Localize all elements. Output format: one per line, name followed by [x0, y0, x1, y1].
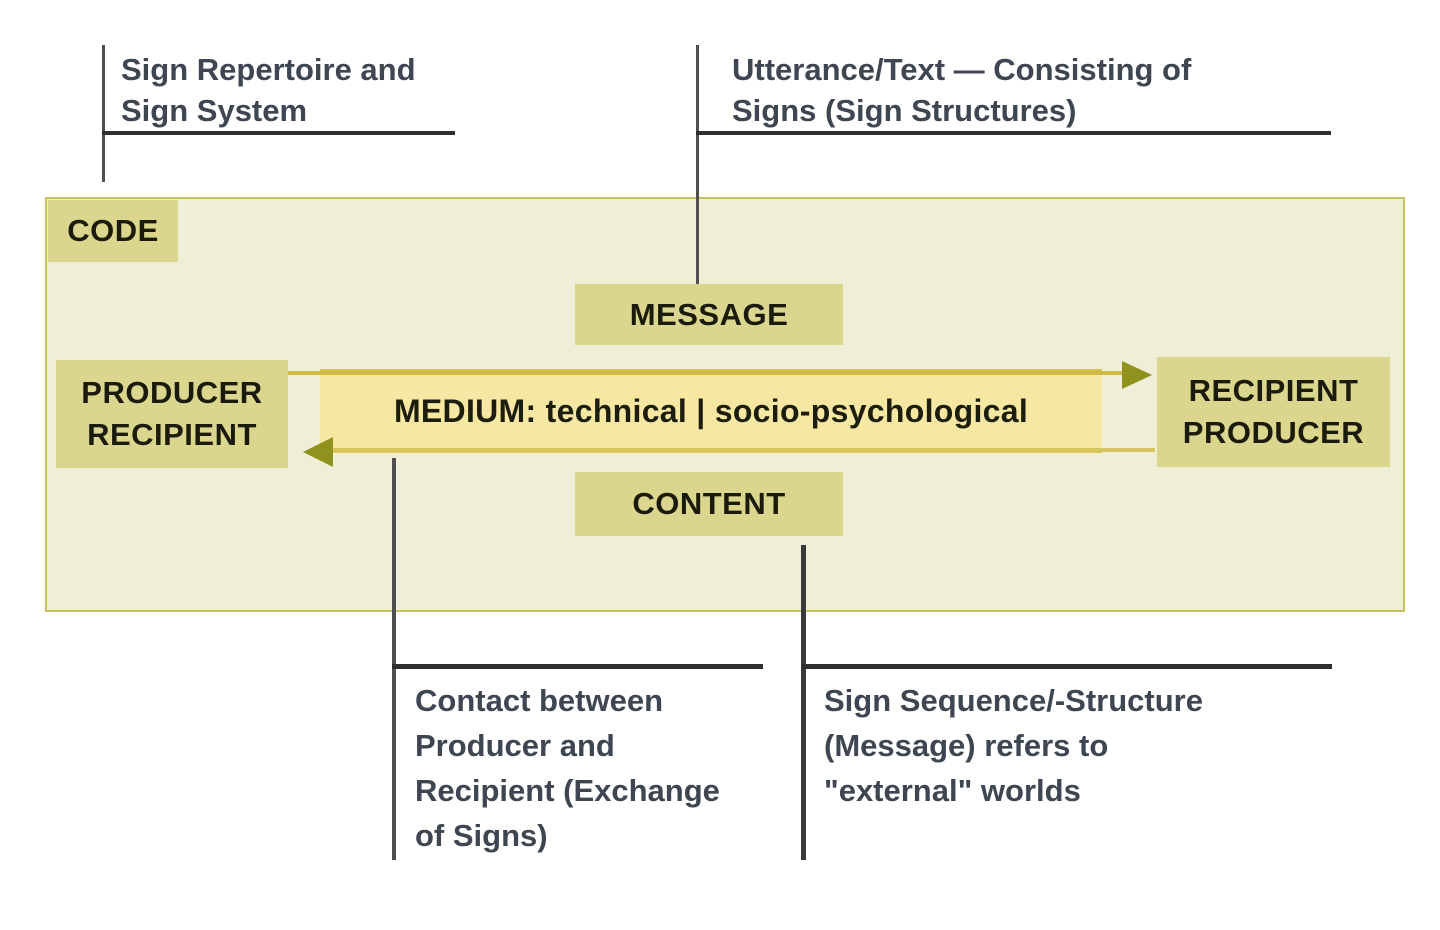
annotation-text: "external" worlds	[824, 773, 1081, 808]
code-label: CODE	[67, 213, 159, 248]
recipient-label: RECIPIENT	[1188, 373, 1359, 408]
arrow-right-icon	[1122, 361, 1152, 389]
annotation-text: Sign Sequence/-Structure	[824, 683, 1203, 718]
overline-sign-sequence	[801, 664, 1332, 669]
annotation-text: of Signs)	[415, 818, 548, 853]
content-label: CONTENT	[632, 486, 786, 521]
code-box: CODE	[48, 200, 178, 262]
annotation-text: Signs (Sign Structures)	[732, 93, 1077, 128]
medium-label: MEDIUM: technical | socio-psychological	[393, 392, 1029, 429]
arrow-line-return	[333, 448, 1155, 452]
connector-line-contact	[392, 458, 396, 860]
annotation-text: Sign Repertoire and	[121, 52, 416, 87]
arrow-left-icon	[303, 437, 333, 467]
message-label: MESSAGE	[629, 296, 789, 332]
annotation-utterance-text: Utterance/Text — Consisting of Signs (Si…	[732, 49, 1191, 131]
annotation-text: Producer and	[415, 728, 615, 763]
recipient-producer-box: RECIPIENT PRODUCER	[1157, 357, 1390, 467]
underline-sign-repertoire	[102, 131, 455, 135]
producer-label: PRODUCER	[81, 375, 263, 410]
recipient-label: RECIPIENT	[87, 417, 257, 452]
arrow-line-forward	[288, 371, 1122, 375]
producer-label: PRODUCER	[1182, 415, 1365, 450]
annotation-text: (Message) refers to	[824, 728, 1109, 763]
message-box: MESSAGE	[575, 284, 843, 345]
medium-band: MEDIUM: technical | socio-psychological	[320, 369, 1102, 453]
annotation-contact: Contact between Producer and Recipient (…	[415, 678, 720, 858]
annotation-text: Contact between	[415, 683, 664, 718]
underline-utterance-text	[696, 131, 1331, 135]
annotation-sign-repertoire: Sign Repertoire and Sign System	[121, 49, 416, 131]
annotation-text: Sign System	[121, 93, 308, 128]
connector-line-sign-repertoire	[102, 45, 105, 182]
overline-contact	[392, 664, 763, 669]
annotation-text: Recipient (Exchange	[415, 773, 720, 808]
connector-line-utterance-message	[696, 45, 699, 285]
annotation-text: Utterance/Text — Consisting of	[732, 52, 1192, 87]
content-box: CONTENT	[575, 472, 843, 536]
annotation-sign-sequence: Sign Sequence/-Structure (Message) refer…	[824, 678, 1203, 813]
connector-line-sign-sequence	[801, 545, 806, 860]
producer-recipient-box: PRODUCER RECIPIENT	[56, 360, 288, 468]
